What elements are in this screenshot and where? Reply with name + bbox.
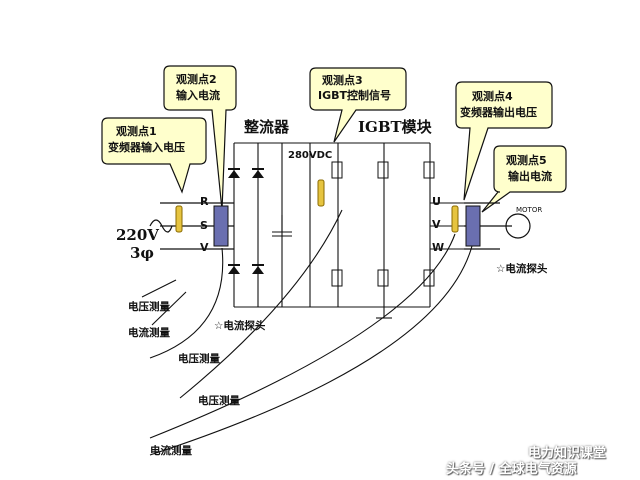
phase-u-out-label: U — [432, 195, 441, 208]
phase-v-label: V — [200, 241, 209, 254]
callout-5-title: 观测点5 — [506, 154, 547, 167]
callout-3 — [309, 67, 407, 143]
callout-2-desc: 输入电流 — [176, 89, 220, 102]
igbt-switches — [331, 161, 435, 287]
dc-voltage-label: 280VDC — [288, 150, 333, 161]
callout-2 — [163, 65, 237, 211]
rectifier-diodes — [228, 168, 264, 274]
phase-w-out-label: W — [432, 241, 445, 254]
phase-r-label: R — [200, 195, 209, 208]
input-probe-label: ☆电流探头 — [214, 320, 266, 332]
supply-voltage-label: 220V — [116, 226, 159, 244]
rectifier-bridge — [233, 142, 311, 308]
callout-4-title: 观测点4 — [472, 90, 513, 103]
current-measure-1: 电流测量 — [128, 327, 170, 339]
measurement-leads — [141, 209, 473, 456]
voltage-measure-2: 电压测量 — [178, 353, 220, 365]
callout-1-desc: 变频器输入电压 — [108, 141, 185, 154]
phase-v-out-label: V — [432, 218, 441, 231]
current-measure-2: 电流测量 — [150, 445, 192, 457]
rectifier-title: 整流器 — [244, 118, 290, 136]
igbt-module-title: IGBT模块 — [358, 118, 432, 136]
callout-1 — [101, 117, 207, 194]
phase-s-label: S — [200, 219, 208, 232]
callout-4-desc: 变频器输出电压 — [460, 106, 537, 119]
supply-phase-label: 3φ — [130, 244, 155, 262]
output-probe-label: ☆电流探头 — [496, 263, 548, 275]
voltage-measure-1: 电压测量 — [128, 301, 170, 313]
callout-5 — [481, 145, 567, 213]
watermark-source: 头条号 / 全球电气资源 — [446, 462, 577, 477]
callout-2-title: 观测点2 — [176, 73, 217, 86]
voltage-measure-3: 电压测量 — [198, 395, 240, 407]
callout-5-desc: 输出电流 — [508, 170, 552, 183]
igbt-bridge — [310, 142, 464, 319]
callout-1-title: 观测点1 — [116, 125, 157, 138]
motor-label: MOTOR — [516, 206, 543, 214]
voltage-probes — [175, 179, 459, 233]
output-current-probe — [465, 205, 481, 247]
callout-3-desc: IGBT控制信号 — [318, 89, 392, 102]
watermark-title: 电力知识课堂 — [528, 446, 607, 461]
input-current-probe — [213, 205, 229, 247]
callout-3-title: 观测点3 — [322, 74, 363, 87]
callout-4 — [455, 81, 553, 201]
